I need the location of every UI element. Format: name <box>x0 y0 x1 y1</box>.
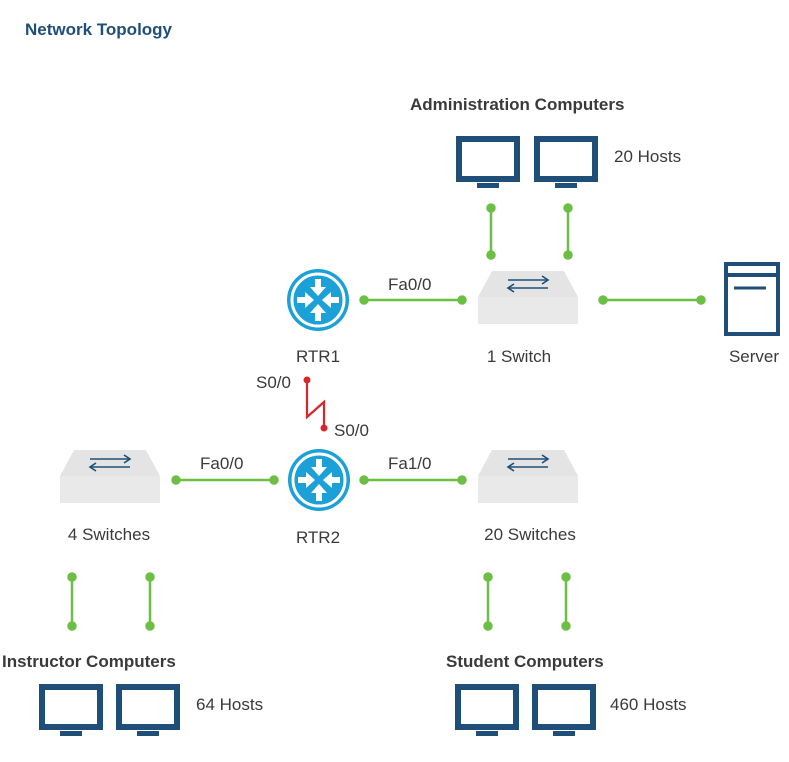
page-title: Network Topology <box>25 20 173 39</box>
server-icon <box>724 262 780 336</box>
link-rtr2-student-switch <box>359 475 467 485</box>
student-switch-icon <box>477 449 579 504</box>
link-rtr1-admin-switch <box>359 295 467 305</box>
link-instructor-switch-monitor2 <box>145 572 155 631</box>
admin-monitor-icon <box>537 139 595 188</box>
admin-computers-label: Administration Computers <box>410 95 624 114</box>
student-monitor-icon <box>458 687 516 736</box>
serial-link-rtr1-rtr2 <box>303 376 328 432</box>
link-instructor-switch-rtr2 <box>171 475 279 485</box>
instructor-computers-label: Instructor Computers <box>2 652 176 671</box>
rtr2-label: RTR2 <box>296 528 340 547</box>
student-switch-label: 20 Switches <box>484 525 576 544</box>
rtr1-serial-interface-label: S0/0 <box>256 373 291 392</box>
admin-hosts-label: 20 Hosts <box>614 147 681 166</box>
admin-monitor-icon <box>459 139 517 188</box>
instructor-switch-icon <box>59 449 161 504</box>
rtr2-fa1-interface-label: Fa1/0 <box>388 454 431 473</box>
rtr1-label: RTR1 <box>296 347 340 366</box>
link-instructor-switch-monitor1 <box>67 572 77 631</box>
instructor-switch-label: 4 Switches <box>68 525 150 544</box>
rtr1-fa-interface-label: Fa0/0 <box>388 275 431 294</box>
rtr2-serial-interface-label: S0/0 <box>334 421 369 440</box>
rtr2-router-icon <box>286 447 352 513</box>
admin-switch-icon <box>477 270 579 325</box>
rtr2-fa0-interface-label: Fa0/0 <box>200 454 243 473</box>
link-student-switch-monitor1 <box>483 572 493 631</box>
link-student-switch-monitor2 <box>561 572 571 631</box>
server-label: Server <box>729 347 779 366</box>
instructor-hosts-label: 64 Hosts <box>196 695 263 714</box>
link-admin-switch-server <box>598 295 706 305</box>
student-hosts-label: 460 Hosts <box>610 695 687 714</box>
admin-switch-label: 1 Switch <box>487 347 551 366</box>
instructor-monitor-icon <box>42 687 100 736</box>
rtr1-router-icon <box>285 267 351 333</box>
link-admin-monitor2-switch <box>563 203 573 260</box>
lan-links <box>67 203 706 631</box>
link-admin-monitor1-switch <box>486 203 496 260</box>
student-monitor-icon <box>535 687 593 736</box>
student-computers-label: Student Computers <box>446 652 604 671</box>
instructor-monitor-icon <box>119 687 177 736</box>
